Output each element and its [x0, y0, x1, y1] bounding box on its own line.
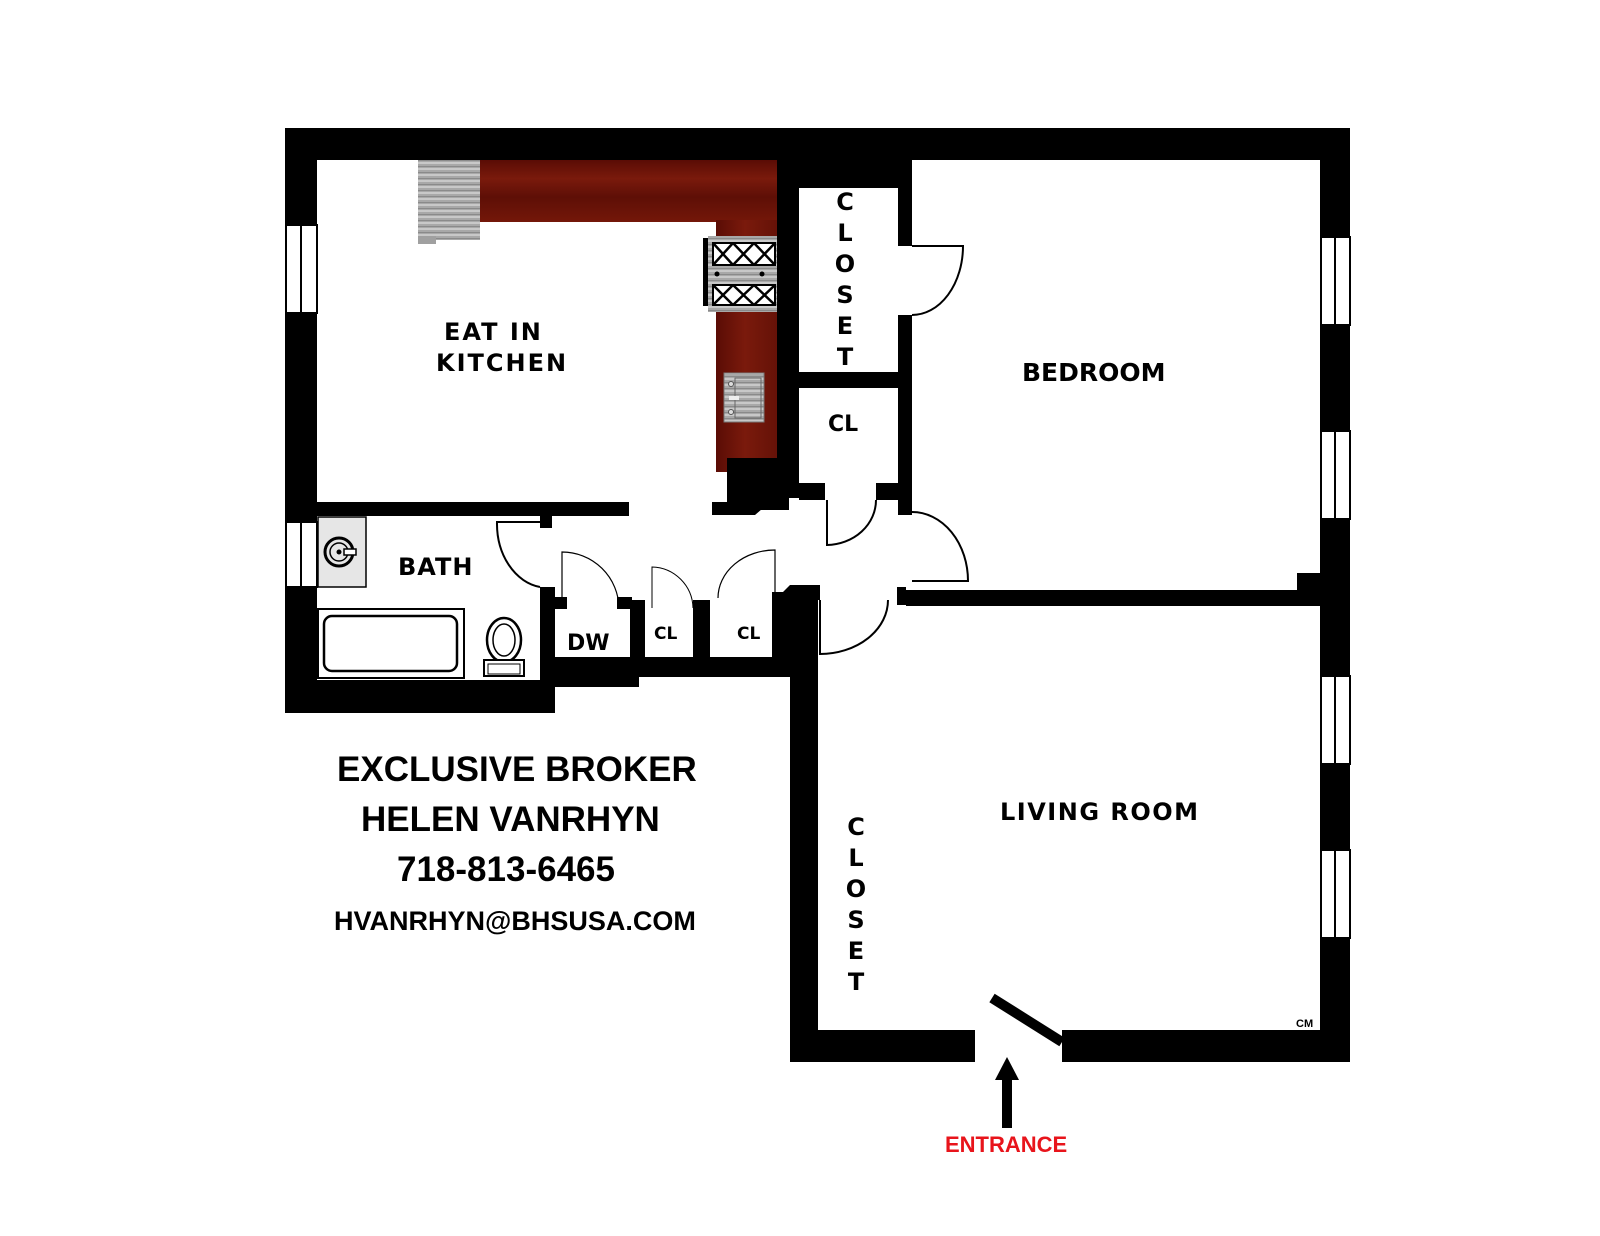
kitchen-sink-icon — [723, 372, 765, 423]
closet-top-label: C L O S E T — [834, 188, 856, 371]
kitchen-cabinets — [480, 160, 788, 472]
broker-phone: 718-813-6465 — [397, 850, 615, 889]
dishwasher-label: DW — [567, 631, 610, 656]
stove-icon — [703, 236, 779, 312]
bathtub-icon — [317, 608, 465, 679]
broker-name: HELEN VANRHYN — [361, 800, 660, 839]
door-swings — [495, 245, 970, 656]
entrance-door-icon — [989, 993, 1065, 1047]
bath-label: BATH — [398, 553, 474, 581]
kitchen-label-line1: EAT IN — [444, 318, 543, 346]
broker-email: HVANRHYN@BHSUSA.COM — [334, 906, 696, 936]
broker-title: EXCLUSIVE BROKER — [337, 750, 697, 789]
refrigerator-icon — [418, 160, 480, 244]
living-room-label: LIVING ROOM — [1000, 798, 1200, 826]
windows — [285, 224, 1351, 939]
entrance-arrow-icon — [995, 1057, 1019, 1128]
bathroom-sink-icon — [317, 516, 367, 588]
kitchen-label-line2: KITCHEN — [436, 349, 569, 377]
toilet-icon — [483, 616, 525, 677]
drafter-signature: CM — [1296, 1018, 1314, 1030]
closet-living-label: C L O S E T — [845, 813, 867, 996]
hall-closet-1-label: CL — [654, 624, 678, 644]
closet-cl-mid-label: CL — [828, 412, 859, 437]
hall-closet-2-label: CL — [737, 624, 761, 644]
entrance-label: ENTRANCE — [945, 1132, 1068, 1157]
bedroom-label: BEDROOM — [1022, 358, 1166, 387]
